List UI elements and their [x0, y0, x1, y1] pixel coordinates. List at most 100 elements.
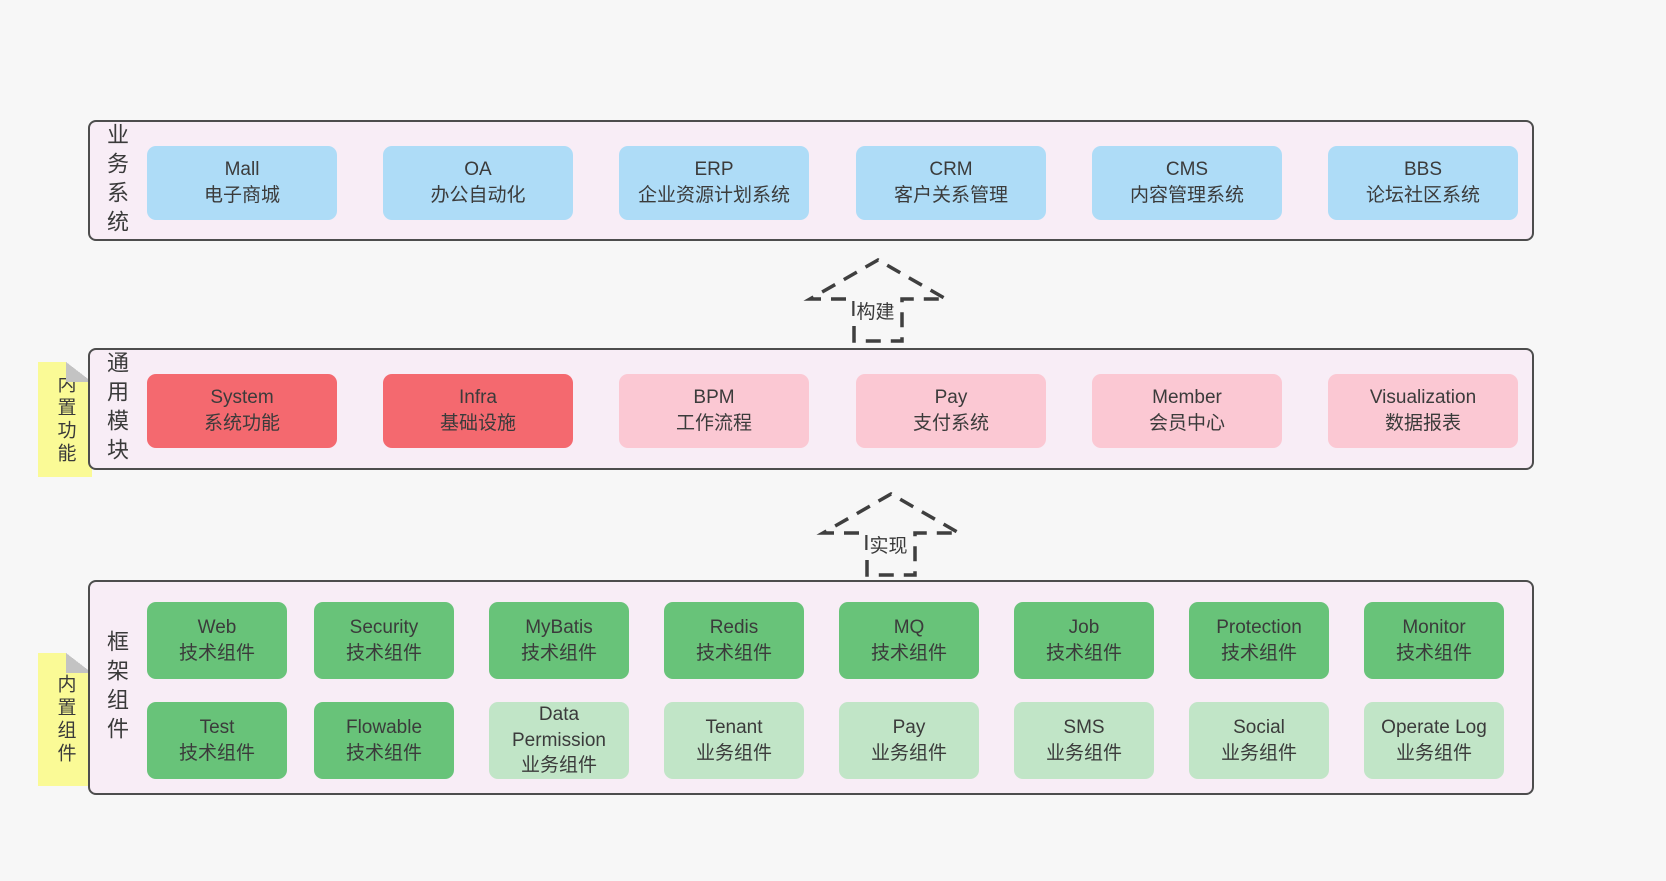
- box-subtitle: 业务组件: [695, 742, 772, 764]
- arrow-build: 构建: [798, 257, 958, 343]
- box-erp: ERP 企业资源计划系统: [619, 146, 809, 220]
- box-mall: Mall 电子商城: [147, 146, 337, 220]
- box-title: Protection: [1216, 616, 1302, 638]
- box-subtitle: 支付系统: [912, 413, 989, 434]
- box-subtitle: 业务组件: [520, 755, 597, 777]
- box-subtitle: 系统功能: [203, 413, 280, 434]
- box-system: System 系统功能: [147, 374, 337, 448]
- box-title: CMS: [1165, 159, 1209, 181]
- box-title: MyBatis: [525, 616, 593, 638]
- box-subtitle: 数据报表: [1384, 413, 1461, 434]
- box-mybatis: MyBatis 技术组件: [489, 602, 629, 679]
- arrow-build-label: 构建: [854, 297, 897, 324]
- box-social: Social 业务组件: [1189, 702, 1329, 779]
- arrow-implement-label: 实现: [867, 531, 910, 558]
- box-title: OA: [464, 159, 492, 181]
- box-visualization: Visualization 数据报表: [1328, 374, 1518, 448]
- box-subtitle: 技术组件: [178, 642, 255, 664]
- box-infra: Infra 基础设施: [383, 374, 573, 448]
- box-subtitle: 业务组件: [1220, 742, 1297, 764]
- box-title: BPM: [693, 387, 735, 409]
- box-subtitle: 电子商城: [203, 185, 280, 206]
- box-subtitle: 技术组件: [1395, 642, 1472, 664]
- sticky-note-built-in-components: 内置组件: [38, 653, 92, 786]
- box-subtitle: 论坛社区系统: [1365, 185, 1480, 206]
- box-security: Security 技术组件: [314, 602, 454, 679]
- box-subtitle: 技术组件: [520, 642, 597, 664]
- box-test: Test 技术组件: [147, 702, 287, 779]
- box-title: Test: [199, 716, 235, 738]
- box-job: Job 技术组件: [1014, 602, 1154, 679]
- box-subtitle: 企业资源计划系统: [637, 185, 790, 206]
- box-subtitle: 技术组件: [345, 742, 422, 764]
- box-subtitle: 基础设施: [439, 413, 516, 434]
- sticky-note-label: 内置功能: [54, 373, 76, 466]
- box-title: BBS: [1403, 159, 1443, 181]
- box-title: Redis: [709, 616, 759, 638]
- box-subtitle: 业务组件: [870, 742, 947, 764]
- box-subtitle: 业务组件: [1045, 742, 1122, 764]
- box-protection: Protection 技术组件: [1189, 602, 1329, 679]
- layer-business-systems: 业务系统 Mall 电子商城 OA 办公自动化 ERP 企业资源计划系统 CRM…: [88, 120, 1534, 241]
- box-title: Security: [349, 616, 419, 638]
- box-crm: CRM 客户关系管理: [856, 146, 1046, 220]
- box-web: Web 技术组件: [147, 602, 287, 679]
- box-mq: MQ 技术组件: [839, 602, 979, 679]
- box-subtitle: 客户关系管理: [893, 185, 1008, 206]
- box-title: Flowable: [345, 716, 423, 738]
- box-subtitle: 业务组件: [1395, 742, 1472, 764]
- box-title: ERP: [694, 159, 734, 181]
- box-title: Member: [1152, 387, 1222, 409]
- box-member: Member 会员中心: [1092, 374, 1282, 448]
- box-bbs: BBS 论坛社区系统: [1328, 146, 1518, 220]
- box-title: Web: [197, 616, 237, 638]
- box-flowable: Flowable 技术组件: [314, 702, 454, 779]
- box-title: SMS: [1063, 716, 1105, 738]
- sticky-note-label: 内置组件: [54, 673, 76, 766]
- layer-label-framework-components: 框架组件: [104, 629, 129, 746]
- up-arrow-dashed-icon: [816, 491, 966, 577]
- box-title: Pay: [892, 716, 926, 738]
- box-title: Operate Log: [1381, 716, 1487, 738]
- box-operate-log: Operate Log 业务组件: [1364, 702, 1504, 779]
- box-bpm: BPM 工作流程: [619, 374, 809, 448]
- box-title: Visualization: [1369, 387, 1477, 409]
- box-pay-component: Pay 业务组件: [839, 702, 979, 779]
- box-redis: Redis 技术组件: [664, 602, 804, 679]
- arrow-implement: 实现: [811, 491, 971, 577]
- box-title: Job: [1068, 616, 1100, 638]
- layer-common-modules: 通用模块 System 系统功能 Infra 基础设施 BPM 工作流程 Pay…: [88, 348, 1534, 470]
- box-title: Tenant: [705, 716, 763, 738]
- box-subtitle: 技术组件: [178, 742, 255, 764]
- box-monitor: Monitor 技术组件: [1364, 602, 1504, 679]
- box-tenant: Tenant 业务组件: [664, 702, 804, 779]
- box-sms: SMS 业务组件: [1014, 702, 1154, 779]
- layer-label-common-modules: 通用模块: [104, 351, 129, 467]
- box-data-permission: Data Permission 业务组件: [489, 702, 629, 779]
- box-title: Infra: [458, 387, 498, 409]
- box-title: Pay: [934, 387, 968, 409]
- box-oa: OA 办公自动化: [383, 146, 573, 220]
- up-arrow-dashed-icon: [803, 257, 953, 343]
- box-subtitle: 工作流程: [675, 413, 752, 434]
- box-subtitle: 内容管理系统: [1129, 185, 1244, 206]
- box-subtitle: 技术组件: [870, 642, 947, 664]
- layer-framework-components: 框架组件 Web 技术组件 Security 技术组件 MyBatis 技术组件…: [88, 580, 1534, 795]
- box-subtitle: 会员中心: [1148, 413, 1225, 434]
- box-subtitle: 技术组件: [345, 642, 422, 664]
- sticky-note-built-in-features: 内置功能: [38, 362, 92, 477]
- box-title: Data Permission: [512, 704, 606, 751]
- box-cms: CMS 内容管理系统: [1092, 146, 1282, 220]
- box-title: System: [210, 387, 274, 409]
- box-title: Social: [1233, 716, 1285, 738]
- box-title: Monitor: [1402, 616, 1466, 638]
- box-title: CRM: [929, 159, 973, 181]
- box-pay-module: Pay 支付系统: [856, 374, 1046, 448]
- box-subtitle: 办公自动化: [430, 185, 526, 206]
- box-title: MQ: [893, 616, 925, 638]
- layer-label-business-systems: 业务系统: [104, 122, 129, 239]
- box-subtitle: 技术组件: [1045, 642, 1122, 664]
- box-subtitle: 技术组件: [1220, 642, 1297, 664]
- box-subtitle: 技术组件: [695, 642, 772, 664]
